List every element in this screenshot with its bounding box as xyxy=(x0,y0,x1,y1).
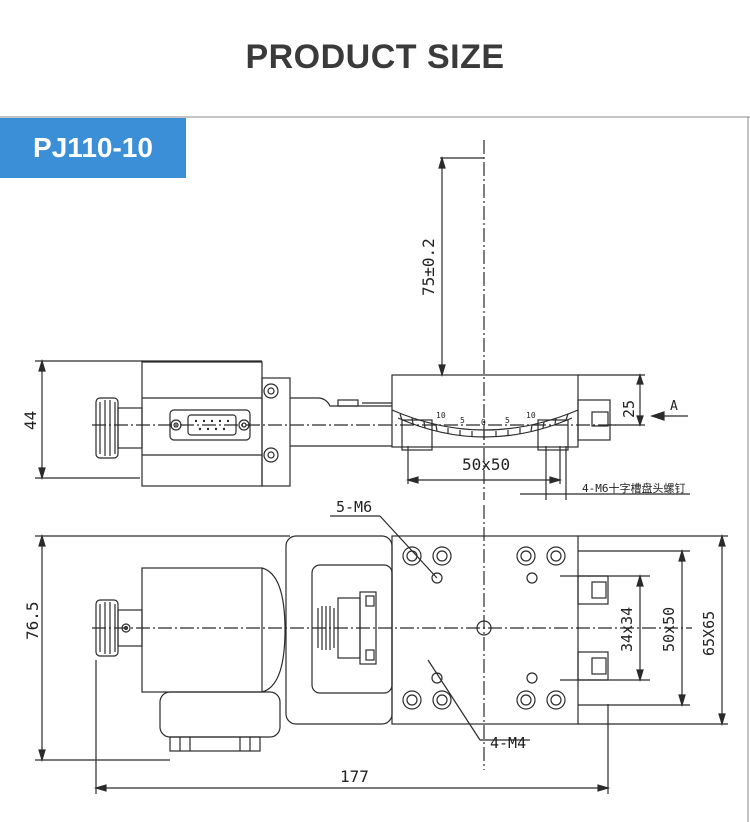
label-50x50-side: 50x50 xyxy=(462,455,510,474)
m4-holes xyxy=(431,572,538,684)
label-44: 44 xyxy=(21,411,40,430)
m6-holes xyxy=(402,546,566,710)
label-34x34: 34x34 xyxy=(618,607,636,652)
top-motor-body xyxy=(141,567,263,693)
label-76-5: 76.5 xyxy=(23,601,42,640)
label-5-m6: 5-M6 xyxy=(336,498,372,516)
scale-label-2: 5 xyxy=(460,416,465,425)
scale-label-3: 0 xyxy=(481,418,486,427)
scale-label-4: 5 xyxy=(505,416,510,425)
scale-label-5: 10 xyxy=(526,411,536,420)
top-stage-plate xyxy=(391,535,579,725)
page-title: PRODUCT SIZE xyxy=(245,38,505,76)
technical-drawing: 75±0.2 44 25 A 50x50 4-M6十字槽盘头螺钉 10 5 0 … xyxy=(0,116,750,822)
label-25: 25 xyxy=(620,400,638,418)
label-75: 75±0.2 xyxy=(419,238,438,296)
model-badge: PJ110-10 xyxy=(0,118,186,178)
label-screws: 4-M6十字槽盘头螺钉 xyxy=(582,481,686,495)
side-motor-body xyxy=(141,361,263,487)
label-177: 177 xyxy=(340,767,369,786)
angle-scale xyxy=(399,413,569,440)
label-50x50: 50x50 xyxy=(660,607,678,652)
label-4-m4: 4-M4 xyxy=(490,734,526,752)
goniometer-stage xyxy=(391,374,579,448)
label-view-a: A xyxy=(670,399,678,414)
label-65x65: 65X65 xyxy=(700,611,718,656)
scale-label-1: 10 xyxy=(436,411,446,420)
